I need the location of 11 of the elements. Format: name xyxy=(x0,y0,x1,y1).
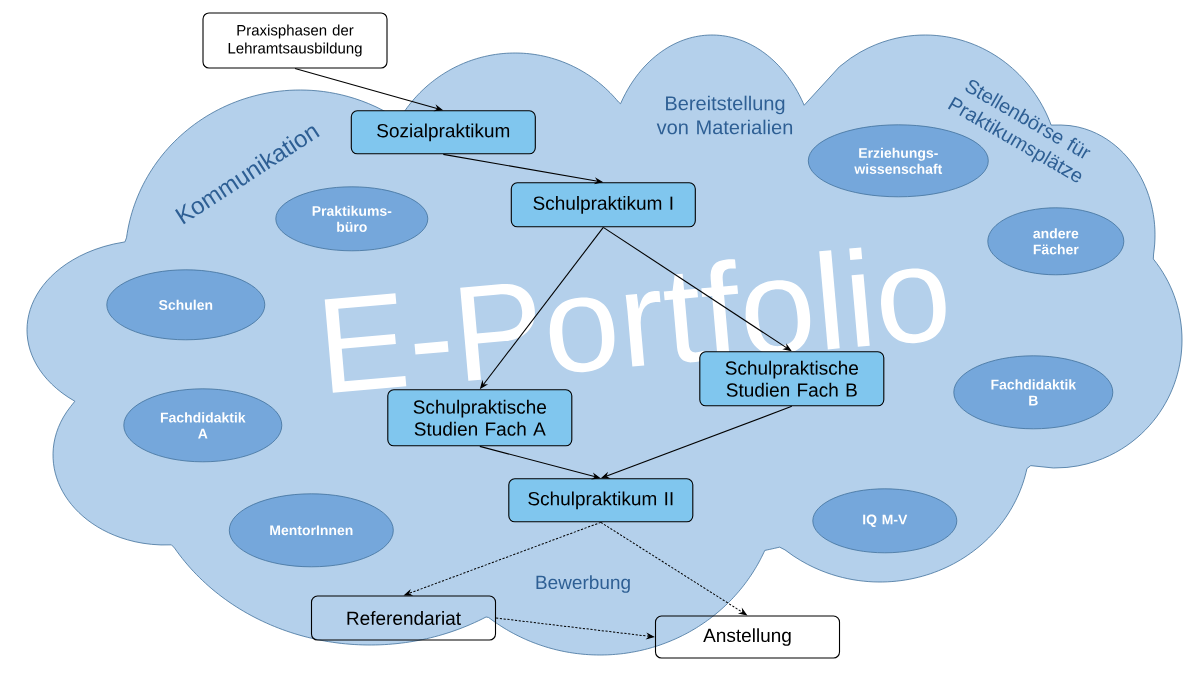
process-box: Praxisphasen der Lehramtsausbildung xyxy=(202,12,388,69)
process-box: Schulpraktische Studien Fach A xyxy=(387,389,573,447)
process-box: Schulpraktikum II xyxy=(508,478,694,523)
process-box: Sozialpraktikum xyxy=(350,110,536,155)
dashed-arrow xyxy=(404,521,602,596)
dashed-arrow xyxy=(600,521,747,616)
theme-label: Bewerbung xyxy=(536,575,630,593)
dashed-arrow xyxy=(495,617,655,639)
process-box: Schulpraktikum I xyxy=(510,182,696,228)
theme-label: Bereitstellung von Materialien xyxy=(656,95,793,135)
process-box: Anstellung xyxy=(654,615,841,659)
